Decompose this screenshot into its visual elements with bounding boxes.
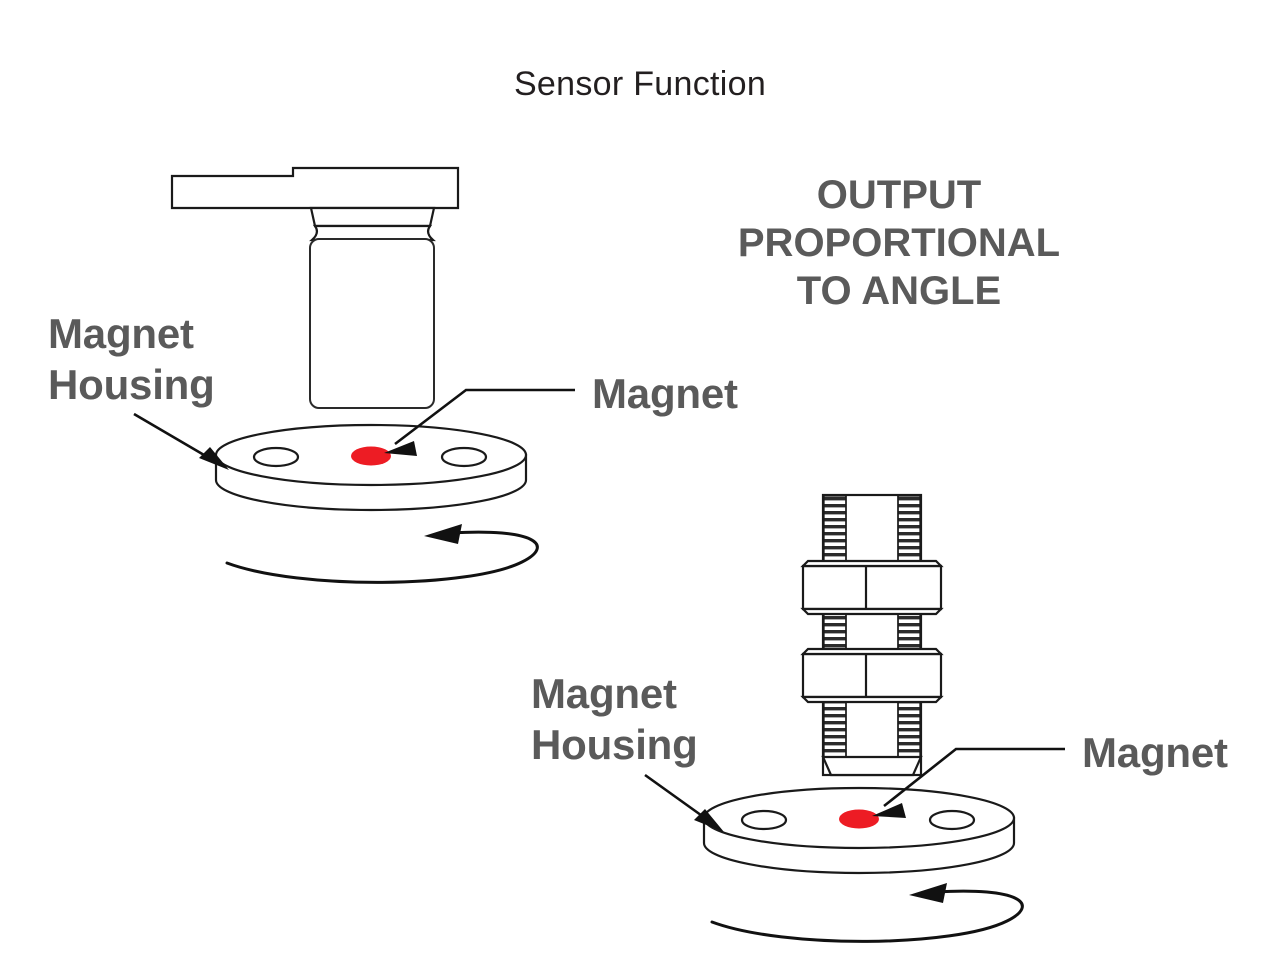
magnet-housing-label-line2-bottom: Housing bbox=[531, 721, 698, 768]
magnet-housing-label-line2-top: Housing bbox=[48, 361, 215, 408]
callout-line-2: PROPORTIONAL bbox=[738, 221, 1060, 265]
disc-mounting-hole-right-bottom bbox=[928, 809, 976, 831]
disc-mounting-hole-left-bottom bbox=[740, 809, 788, 831]
sensor-connector-flange bbox=[170, 166, 460, 210]
disc-mounting-hole-right-top bbox=[440, 446, 488, 468]
flange-body-sensor bbox=[170, 166, 460, 409]
hex-nut-lower bbox=[800, 647, 944, 704]
magnet-leader-bottom bbox=[883, 747, 1065, 808]
hex-nut-lower-chamfer-top bbox=[800, 647, 944, 656]
hex-nut-upper-body bbox=[801, 564, 943, 611]
barrel-tip bbox=[821, 755, 923, 777]
magnet-housing-callout-bottom: Magnet Housing bbox=[531, 670, 724, 832]
magnet-housing-arrowhead-top bbox=[199, 447, 229, 470]
thread-texture-left-3 bbox=[823, 696, 847, 758]
rotation-arrowhead-top bbox=[424, 524, 462, 544]
magnet-arrowhead-top bbox=[384, 441, 417, 456]
magnet-housing-disc-top bbox=[214, 423, 528, 512]
magnet-housing-label-line1-top: Magnet bbox=[48, 310, 194, 357]
magnet-arrowhead-bottom bbox=[872, 803, 906, 818]
magnet-label-bottom: Magnet bbox=[1082, 729, 1228, 776]
magnet-callout-top: Magnet bbox=[384, 370, 738, 456]
magnet-housing-disc-bottom bbox=[702, 786, 1016, 875]
callout-line-3: TO ANGLE bbox=[797, 269, 1001, 313]
magnet-label-top: Magnet bbox=[592, 370, 738, 417]
hex-nut-lower-chamfer-bottom bbox=[800, 695, 944, 704]
thread-texture-right-2 bbox=[897, 608, 921, 655]
thread-texture-right-3 bbox=[897, 696, 921, 758]
magnet-housing-callout-top: Magnet Housing bbox=[48, 310, 229, 470]
magnet-callout-bottom: Magnet bbox=[872, 729, 1228, 818]
magnet-ellipse-top bbox=[351, 446, 391, 466]
rotation-arrow-bottom bbox=[710, 883, 1024, 943]
callout-line-1: OUTPUT bbox=[817, 173, 981, 217]
hex-nut-upper-chamfer-bottom bbox=[800, 607, 944, 616]
rotation-arc-top bbox=[225, 530, 539, 584]
hex-nut-upper-chamfer-top bbox=[800, 559, 944, 568]
disc-mounting-hole-left-top bbox=[252, 446, 300, 468]
rotation-arrow-top bbox=[225, 524, 539, 584]
bottom-assembly: Magnet Housing Magnet bbox=[531, 493, 1228, 943]
thread-texture-left-2 bbox=[823, 608, 847, 655]
magnet-housing-leader-top bbox=[133, 412, 217, 464]
hex-nut-lower-body bbox=[801, 652, 943, 699]
output-callout: OUTPUT PROPORTIONAL TO ANGLE bbox=[738, 173, 1060, 313]
magnet-leader-top bbox=[394, 388, 575, 446]
thread-texture-right-1 bbox=[897, 495, 921, 567]
hex-nut-upper bbox=[800, 559, 944, 616]
top-assembly: Magnet Housing Magnet bbox=[48, 166, 738, 584]
rotation-arc-bottom bbox=[710, 889, 1024, 943]
thread-texture-left-1 bbox=[823, 495, 847, 567]
threaded-barrel-sensor bbox=[800, 493, 944, 777]
magnet-ellipse-bottom bbox=[839, 809, 879, 829]
sensor-collar-upper bbox=[309, 206, 436, 228]
magnet-housing-label-line1-bottom: Magnet bbox=[531, 670, 677, 717]
magnet-housing-arrowhead-bottom bbox=[694, 809, 724, 832]
sensor-collar-waist bbox=[309, 224, 436, 242]
page-title: Sensor Function bbox=[514, 65, 766, 103]
rotation-arrowhead-bottom bbox=[909, 883, 947, 903]
sensor-cylinder-body bbox=[309, 238, 435, 409]
